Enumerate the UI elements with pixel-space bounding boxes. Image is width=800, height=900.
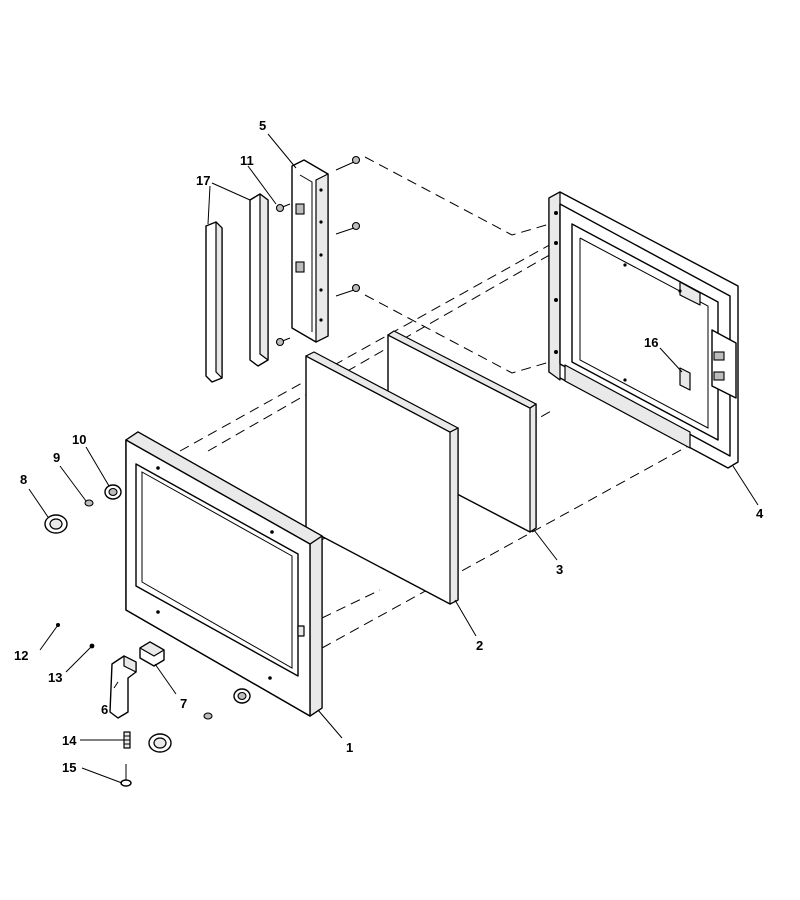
rear-door-frame (548, 191, 739, 469)
callout-14: 14 (62, 733, 77, 748)
screw (275, 337, 291, 347)
hinge-bracket (275, 155, 361, 347)
callout-9: 9 (53, 450, 60, 465)
callout-16: 16 (644, 335, 658, 350)
screw (335, 155, 361, 171)
screw (275, 203, 291, 213)
callout-5: 5 (259, 118, 266, 133)
hinge-cover (249, 193, 269, 367)
callout-17: 17 (196, 173, 210, 188)
knob-assembly-lower (148, 688, 251, 753)
callout-10: 10 (72, 432, 86, 447)
callout-4: 4 (756, 506, 764, 521)
callout-labels: 1 2 3 4 5 6 7 8 9 10 11 12 13 14 15 16 1… (14, 118, 764, 775)
handle-block (139, 641, 165, 667)
front-glass-pane (305, 351, 459, 605)
callout-13: 13 (48, 670, 62, 685)
spring (123, 731, 131, 749)
callout-6: 6 (101, 702, 108, 717)
callout-15: 15 (62, 760, 76, 775)
callout-7: 7 (180, 696, 187, 711)
screw-15 (120, 764, 132, 787)
gasket-strip (205, 221, 223, 383)
callout-12: 12 (14, 648, 28, 663)
callout-8: 8 (20, 472, 27, 487)
door-handle (109, 655, 137, 719)
callout-11: 11 (240, 153, 254, 168)
callout-3: 3 (556, 562, 563, 577)
screw (335, 283, 361, 297)
callout-1: 1 (346, 740, 353, 755)
knob-assembly-upper (44, 484, 122, 534)
screw (335, 221, 361, 235)
callout-2: 2 (476, 638, 483, 653)
front-door-panel (125, 431, 323, 717)
leader-lines (28, 133, 759, 784)
